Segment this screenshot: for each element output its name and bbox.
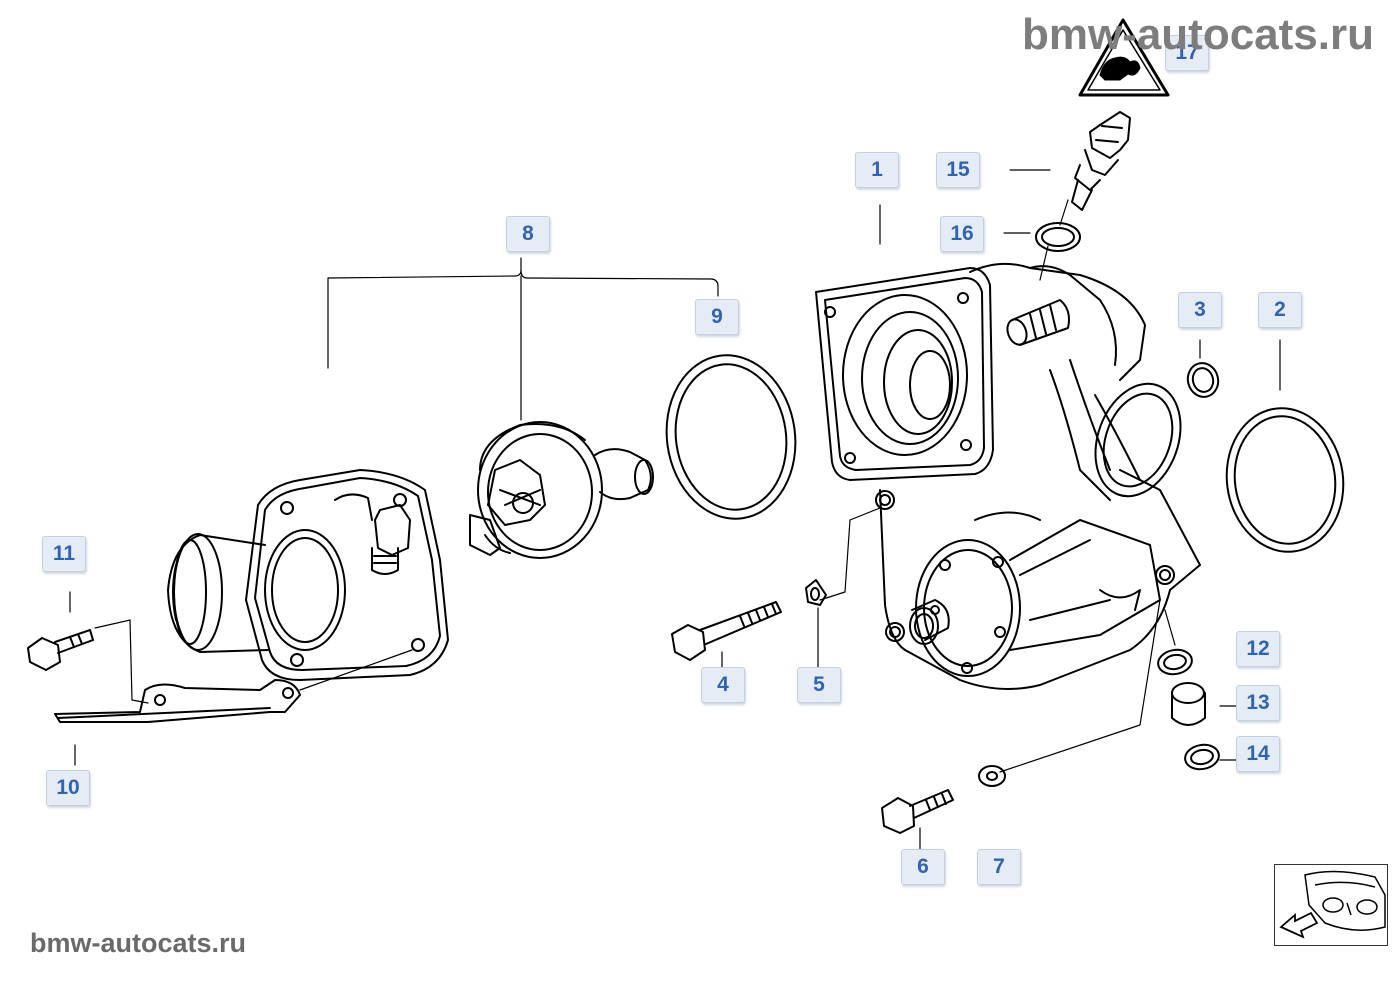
bolt-11[interactable] — [27, 629, 94, 671]
bolt-4[interactable] — [671, 601, 782, 661]
callout-11[interactable]: 11 — [42, 536, 86, 572]
watermark-bottom: bmw-autocats.ru — [30, 928, 247, 958]
bolt-6[interactable] — [881, 789, 954, 834]
callout-16[interactable]: 16 — [940, 216, 984, 252]
thermostat-housing-cover[interactable] — [167, 469, 449, 681]
warning-triangle-icon — [1078, 18, 1170, 97]
seal-ring-12[interactable] — [1156, 647, 1194, 677]
seal-ring-14[interactable] — [1183, 742, 1221, 772]
callout-4[interactable]: 4 — [701, 667, 745, 703]
callout-13[interactable]: 13 — [1236, 685, 1280, 721]
callout-17[interactable]: 17 — [1165, 35, 1209, 71]
water-pump-housing[interactable] — [815, 262, 1201, 690]
bracket-10[interactable] — [54, 679, 301, 723]
callout-12[interactable]: 12 — [1236, 631, 1280, 667]
thermostat[interactable] — [469, 421, 654, 559]
callout-9[interactable]: 9 — [695, 299, 739, 335]
callout-1[interactable]: 1 — [855, 152, 899, 188]
plug-13[interactable] — [1171, 682, 1206, 726]
watermark-top: bmw-autocats.ru — [1021, 10, 1374, 59]
callout-6[interactable]: 6 — [901, 849, 945, 885]
arrow-back-icon — [1279, 911, 1319, 939]
callout-10[interactable]: 10 — [46, 770, 90, 806]
callout-2[interactable]: 2 — [1258, 292, 1302, 328]
car-front-nav-icon — [1279, 870, 1386, 939]
callout-15[interactable]: 15 — [936, 152, 980, 188]
washer-5[interactable] — [805, 579, 827, 606]
callout-5[interactable]: 5 — [797, 667, 841, 703]
leader-lines — [69, 169, 1281, 853]
seal-ring-9[interactable] — [656, 347, 806, 527]
callout-7[interactable]: 7 — [977, 849, 1021, 885]
temperature-sensor[interactable] — [1071, 111, 1131, 211]
seal-ring-16[interactable] — [1035, 222, 1081, 252]
bracket-8 — [327, 257, 719, 421]
callout-14[interactable]: 14 — [1236, 736, 1280, 772]
car-front-nav-button[interactable] — [1274, 864, 1388, 946]
washer-7[interactable] — [978, 765, 1006, 787]
seal-ring-3[interactable] — [1184, 360, 1222, 401]
callout-3[interactable]: 3 — [1178, 292, 1222, 328]
seal-ring-2[interactable] — [1218, 401, 1353, 560]
callout-8[interactable]: 8 — [506, 216, 550, 252]
